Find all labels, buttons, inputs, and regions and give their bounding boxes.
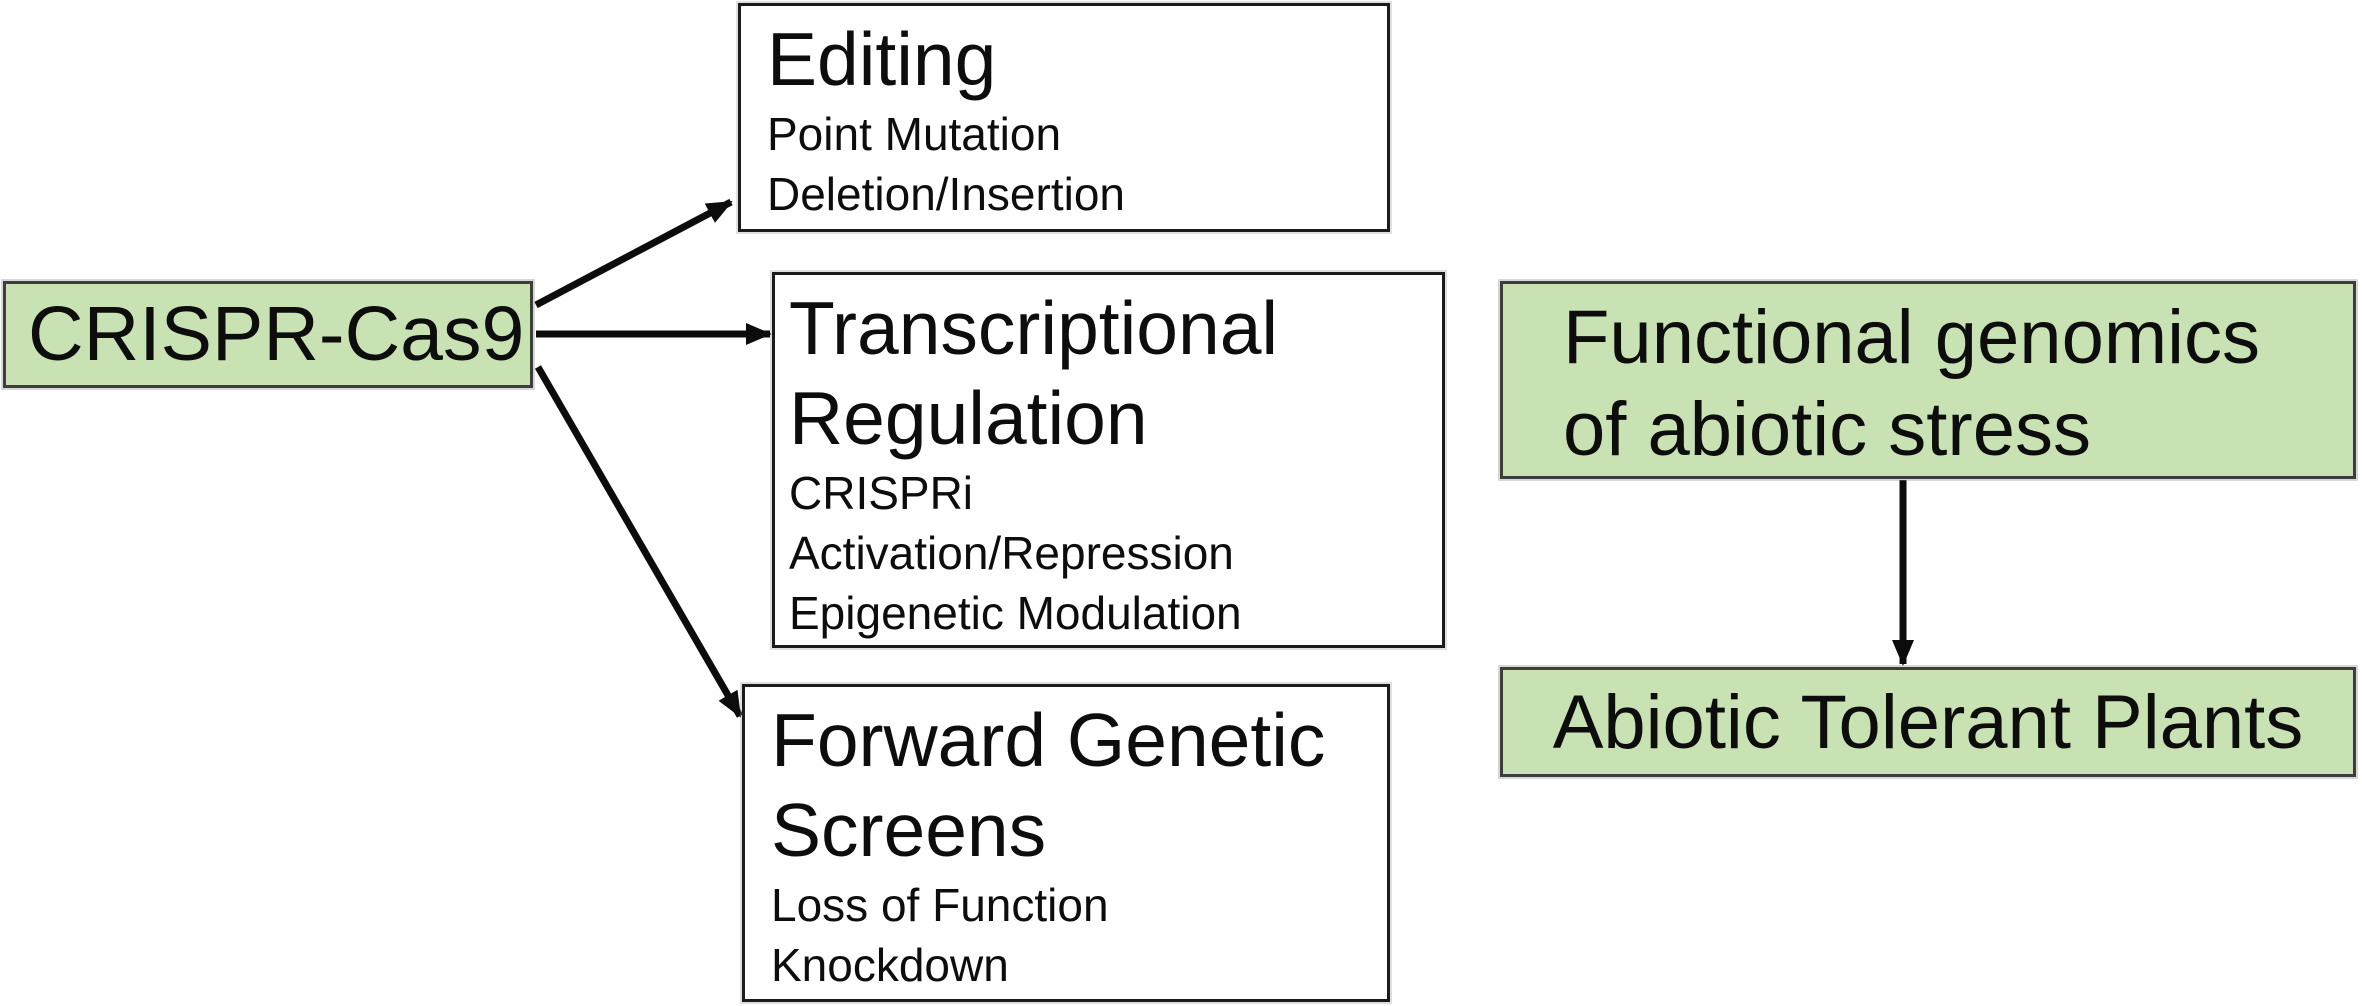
node-forward-genetic-screens-item: Knockdown [771, 939, 1009, 991]
node-abiotic-tolerant-plants: Abiotic Tolerant Plants [1500, 667, 2356, 777]
node-forward-genetic-screens-title: Forward Genetic Screens [771, 698, 1326, 872]
node-functional-genomics-label: Functional genomics of abiotic stress [1563, 295, 2261, 472]
node-editing-item: Deletion/Insertion [767, 168, 1125, 220]
node-editing-item: Point Mutation [767, 108, 1062, 160]
node-crispr-cas9: CRISPR-Cas9 [3, 281, 533, 388]
node-forward-genetic-screens-item: Loss of Function [771, 879, 1109, 931]
node-transcriptional-regulation-item: CRISPRi [789, 467, 974, 519]
node-editing-title: Editing [767, 17, 997, 101]
node-editing: Editing Point Mutation Deletion/Insertio… [738, 3, 1390, 232]
node-transcriptional-regulation-item: Epigenetic Modulation [789, 587, 1242, 639]
arrow-crispr-to-forward-screens [534, 365, 744, 718]
node-transcriptional-regulation: Transcriptional Regulation CRISPRi Activ… [772, 272, 1445, 648]
node-transcriptional-regulation-title: Transcriptional Regulation [789, 286, 1279, 460]
node-crispr-cas9-label: CRISPR-Cas9 [28, 291, 525, 377]
node-abiotic-tolerant-plants-label: Abiotic Tolerant Plants [1552, 679, 2304, 765]
node-functional-genomics: Functional genomics of abiotic stress [1500, 281, 2356, 479]
arrow-crispr-to-editing [534, 198, 733, 309]
node-forward-genetic-screens: Forward Genetic Screens Loss of Function… [742, 684, 1390, 1002]
node-transcriptional-regulation-item: Activation/Repression [789, 527, 1234, 579]
